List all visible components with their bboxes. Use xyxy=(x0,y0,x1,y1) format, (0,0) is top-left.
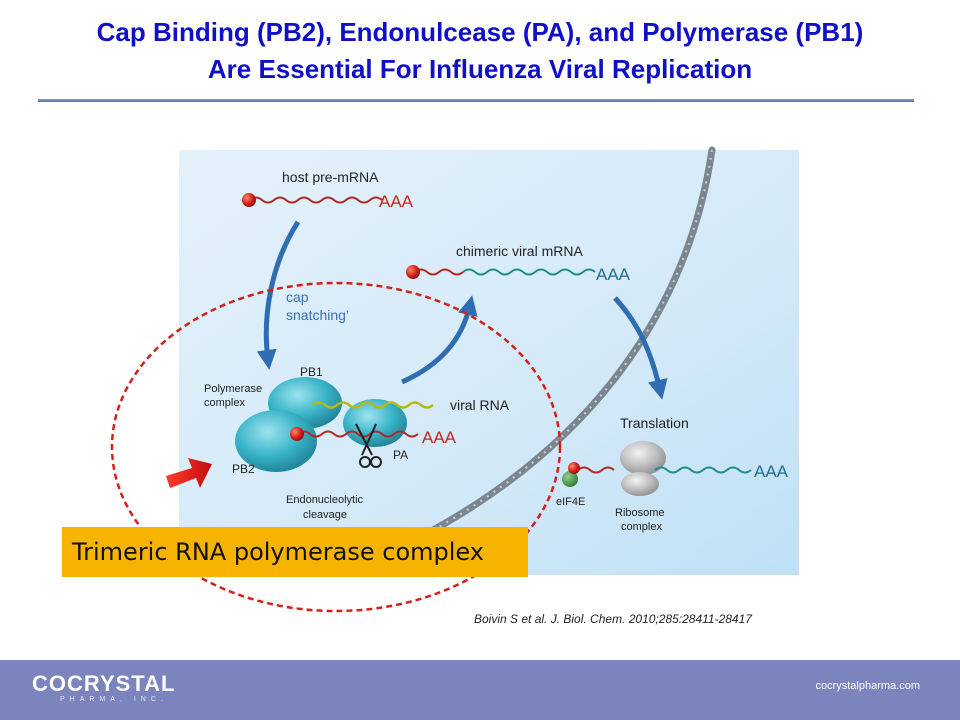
endo-label-1: Endonucleolytic xyxy=(286,494,364,506)
footer-bar: COCRYSTAL PHARMA, INC. cocrystalpharma.c… xyxy=(0,660,960,720)
mrna-cap-icon xyxy=(568,462,580,474)
polymerase-label-2: complex xyxy=(204,397,245,409)
mrna-cap-icon xyxy=(406,265,420,279)
host-premrna-strand xyxy=(242,193,383,207)
pa-label: PA xyxy=(393,448,408,462)
cap-label: cap xyxy=(286,289,309,305)
company-logo-subtitle: PHARMA, INC. xyxy=(60,696,168,703)
polymerase-complex xyxy=(235,377,407,472)
citation: Boivin S et al. J. Biol. Chem. 2010;285:… xyxy=(474,612,752,626)
slide-title: Cap Binding (PB2), Endonulcease (PA), an… xyxy=(0,14,960,88)
title-line-1: Cap Binding (PB2), Endonulcease (PA), an… xyxy=(96,17,864,47)
ribosome-complex xyxy=(620,441,666,496)
ribosome-label-2: complex xyxy=(621,521,662,533)
callout-label: Trimeric RNA polymerase complex xyxy=(62,527,528,577)
title-underline xyxy=(38,99,914,102)
diagram-background xyxy=(179,150,799,575)
bound-premrna-strand xyxy=(297,430,419,438)
chimeric-aaa-label: AAA xyxy=(596,265,631,284)
translated-strand-red xyxy=(577,466,615,474)
highlight-ellipse xyxy=(110,281,562,613)
translation-aaa-label: AAA xyxy=(754,462,789,481)
scissors-icon xyxy=(355,423,382,468)
eif4e-label: eIF4E xyxy=(556,496,585,508)
viral-rna-label: viral RNA xyxy=(450,397,510,413)
pointer-arrow-icon xyxy=(166,458,212,488)
ribosome-label-1: Ribosome xyxy=(615,507,665,519)
export-arrow xyxy=(400,295,478,385)
host-premrna-label: host pre-mRNA xyxy=(282,169,379,185)
eif4e-icon xyxy=(562,471,578,487)
endo-label-2: cleavage xyxy=(303,509,347,521)
viral-rna-strand xyxy=(312,401,434,409)
mrna-cap-icon xyxy=(290,427,304,441)
chimeric-mrna-label: chimeric viral mRNA xyxy=(456,243,583,259)
chimeric-mrna-strand xyxy=(406,265,596,279)
translated-strand-teal xyxy=(654,466,752,474)
mrna-cap-icon xyxy=(242,193,256,207)
bound-aaa-label: AAA xyxy=(422,428,457,447)
translation-arrow xyxy=(613,296,668,400)
website-text: cocrystalpharma.com xyxy=(815,680,920,692)
host-aaa-label: AAA xyxy=(379,192,414,211)
pb2-subunit xyxy=(235,410,317,472)
snatching-label: snatching’ xyxy=(286,307,349,323)
pb1-label: PB1 xyxy=(300,365,323,379)
pb2-label: PB2 xyxy=(232,462,255,476)
polymerase-label-1: Polymerase xyxy=(204,383,262,395)
title-line-2: Are Essential For Influenza Viral Replic… xyxy=(207,54,753,84)
translation-label: Translation xyxy=(620,415,689,431)
company-logo: COCRYSTAL xyxy=(32,671,176,696)
